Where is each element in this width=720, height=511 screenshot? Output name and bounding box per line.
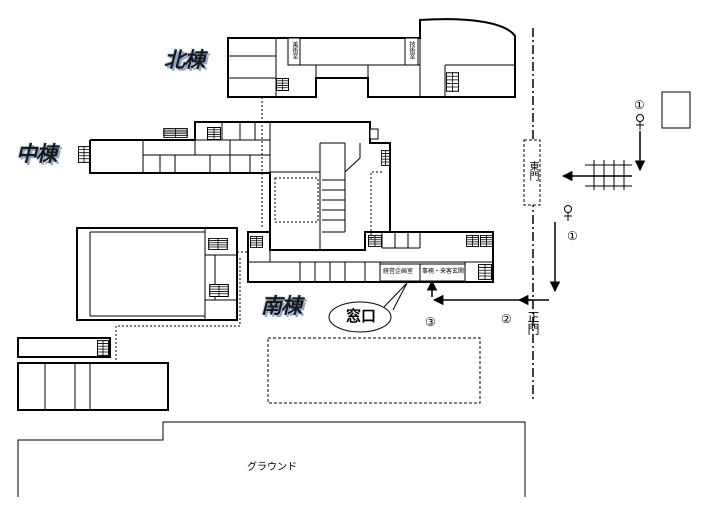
north-building <box>227 18 516 98</box>
west-building <box>76 227 238 321</box>
planning-office-label: 経営企画室 <box>383 269 414 275</box>
reception-marker: ③ <box>425 315 436 329</box>
southwest-buildings <box>17 337 169 411</box>
parking-area-outline <box>267 337 481 404</box>
stairs-icon <box>209 284 229 297</box>
stairs-icon <box>478 264 492 280</box>
stairs-icon <box>97 340 109 356</box>
route-1-east-gate-marker: ① <box>634 98 645 112</box>
walkway-lines <box>115 97 382 362</box>
person-icon <box>636 114 644 130</box>
technology-room-label: 技術室 <box>408 41 414 59</box>
south-building-label: 南棟 <box>261 295 302 318</box>
art-room-label: 美術室 <box>291 41 297 59</box>
reception-callout <box>328 282 408 333</box>
north-building-outline <box>227 18 516 98</box>
office-entrance-label: 事務・来客玄関 <box>422 269 465 275</box>
south-building <box>247 231 494 283</box>
route-1-main-gate-marker: ① <box>567 229 578 243</box>
office-entrance-box <box>419 263 466 282</box>
southwest-small-building <box>17 337 111 358</box>
southwest-large-building-interior-walls <box>44 363 91 410</box>
technology-room-label-box <box>404 37 419 66</box>
stairs-icon <box>381 150 390 166</box>
stairs-icon <box>368 235 382 247</box>
reception-callout-tail <box>383 282 408 311</box>
outdoor-steps <box>585 160 632 190</box>
reception-callout-bubble <box>328 301 392 333</box>
stairs-icon <box>446 72 459 92</box>
middle-building-interior-walls <box>142 122 361 250</box>
ground-outline <box>17 421 526 497</box>
person-icon <box>564 205 572 221</box>
stairs-icon <box>163 128 188 138</box>
stairs-icon <box>480 235 493 247</box>
art-room-label-box <box>287 37 301 66</box>
stairs-icon <box>207 127 221 140</box>
east-gate-box <box>523 139 541 206</box>
courtyard-outline <box>274 177 319 223</box>
stairs-icon <box>208 238 228 250</box>
external-building-box <box>661 91 691 129</box>
east-gate-label: 東門 <box>527 161 538 181</box>
stairs-icon <box>250 236 263 248</box>
stairs-icon <box>276 78 289 91</box>
small-room-marker <box>369 128 379 140</box>
north-building-label: 北棟 <box>164 49 205 72</box>
route-arrows <box>426 131 646 306</box>
stairs-icon <box>466 235 479 247</box>
middle-building-label: 中棟 <box>16 143 57 166</box>
ground-label: グラウンド <box>247 462 297 473</box>
stairs-icon <box>78 146 90 163</box>
reception-label: 窓口 <box>345 308 376 325</box>
middle-building <box>78 121 391 250</box>
route-2-marker: ② <box>501 312 512 326</box>
main-gate-label: 正門 <box>526 311 540 335</box>
southwest-large-building <box>17 362 169 411</box>
west-building-interior-walls <box>89 228 237 320</box>
